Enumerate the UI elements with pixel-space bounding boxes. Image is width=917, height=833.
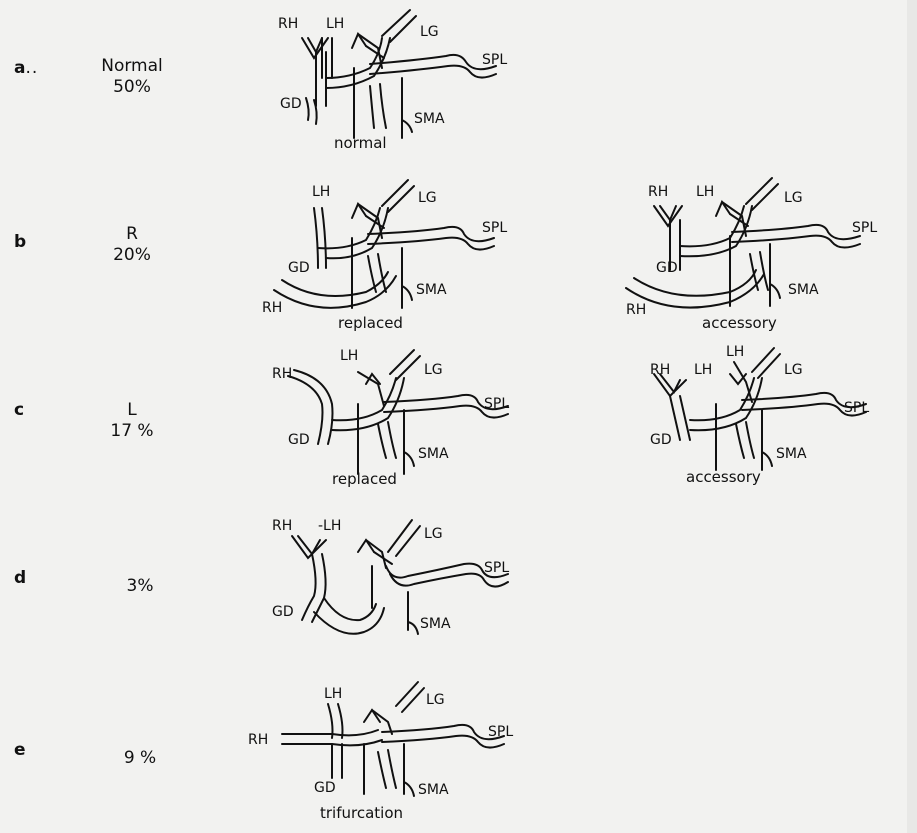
label-rh: RH: [272, 518, 292, 534]
label-sma: SMA: [418, 782, 449, 798]
label-gd: GD: [280, 96, 302, 112]
label-sma: SMA: [788, 282, 819, 298]
label-rh: RH: [650, 362, 670, 378]
celiac-vessels: [274, 180, 494, 308]
row-a-stat: Normal 50%: [72, 56, 192, 98]
label-lh: LH: [340, 348, 358, 364]
row-b-stat-label: R: [72, 224, 192, 245]
diagram-c-replaced: RH LH LG SPL GD SMA replaced: [268, 344, 538, 494]
label-spl: SPL: [852, 220, 877, 236]
row-c-stat: L 17 %: [72, 400, 192, 442]
label-gd: GD: [656, 260, 678, 276]
celiac-vessels: [282, 682, 504, 796]
row-e-stat-percent: 9 %: [80, 748, 200, 769]
row-e-stat: 9 %: [80, 748, 200, 769]
row-e-letter: e: [14, 740, 26, 760]
label-lh: LH: [694, 362, 712, 378]
label-gd: GD: [650, 432, 672, 448]
diagram-c-accessory: RH LH LH LG SPL GD SMA accessory: [646, 340, 906, 490]
label-spl: SPL: [482, 220, 507, 236]
row-a-stat-percent: 50%: [72, 77, 192, 98]
label-spl: SPL: [484, 396, 509, 412]
row-d-stat-percent: 3%: [80, 576, 200, 597]
row-a-letter: a..: [14, 58, 38, 78]
label-spl: SPL: [844, 400, 869, 416]
row-a-stat-label: Normal: [72, 56, 192, 77]
label-spl: SPL: [484, 560, 509, 576]
label-lg: LG: [784, 190, 803, 206]
label-gd: GD: [288, 260, 310, 276]
label-gd: GD: [272, 604, 294, 620]
label-lg: LG: [418, 190, 437, 206]
row-c-stat-percent: 17 %: [72, 421, 192, 442]
caption: normal: [334, 134, 387, 152]
label-rh: RH: [248, 732, 268, 748]
label-spl: SPL: [482, 52, 507, 68]
row-d-letter: d: [14, 568, 26, 588]
label-lg: LG: [426, 692, 445, 708]
diagram-b-replaced: LH LG SPL GD SMA RH replaced: [256, 178, 536, 338]
diagram-a-normal: RH LH LG SPL GD SMA normal: [270, 8, 530, 158]
label-rh: RH: [278, 16, 298, 32]
row-b-stat: R 20%: [72, 224, 192, 266]
label-lh: LH: [324, 686, 342, 702]
row-b-letter: b: [14, 232, 26, 252]
caption: accessory: [702, 314, 777, 332]
caption: replaced: [332, 470, 397, 488]
label-gd: GD: [314, 780, 336, 796]
label-gd: GD: [288, 432, 310, 448]
label-lh: LH: [326, 16, 344, 32]
celiac-vessels: [292, 520, 508, 634]
label-lh-accessory: LH: [726, 344, 744, 360]
label-rh: RH: [648, 184, 668, 200]
label-sma: SMA: [416, 282, 447, 298]
label-lg: LG: [424, 526, 443, 542]
label-lh: LH: [696, 184, 714, 200]
label-spl: SPL: [488, 724, 513, 740]
label-lh: LH: [312, 184, 330, 200]
label-rh: RH: [272, 366, 292, 382]
label-lg: LG: [784, 362, 803, 378]
label-sma: SMA: [414, 111, 445, 127]
label-lg: LG: [420, 24, 439, 40]
label-lg: LG: [424, 362, 443, 378]
label-rh-replaced: RH: [262, 300, 282, 316]
caption: trifurcation: [320, 804, 403, 822]
caption: replaced: [338, 314, 403, 332]
label-sma: SMA: [776, 446, 807, 462]
row-b-stat-percent: 20%: [72, 245, 192, 266]
label-rh-accessory: RH: [626, 302, 646, 318]
label-sma: SMA: [420, 616, 451, 632]
row-a-letter-suffix: ..: [25, 58, 38, 78]
label-sma: SMA: [418, 446, 449, 462]
row-c-letter: c: [14, 400, 24, 420]
diagram-b-accessory: RH LH LG SPL GD SMA RH accessory: [620, 174, 900, 338]
celiac-vessels: [288, 350, 508, 474]
row-c-stat-label: L: [72, 400, 192, 421]
caption: accessory: [686, 468, 761, 486]
label-lh: -LH: [318, 518, 341, 534]
diagram-e-trifurcation: LH LG RH SPL GD SMA trifurcation: [248, 678, 538, 828]
celiac-vessels: [654, 348, 866, 470]
diagram-d-variant: RH -LH LG SPL GD SMA: [268, 512, 538, 652]
row-d-stat: 3%: [80, 576, 200, 597]
